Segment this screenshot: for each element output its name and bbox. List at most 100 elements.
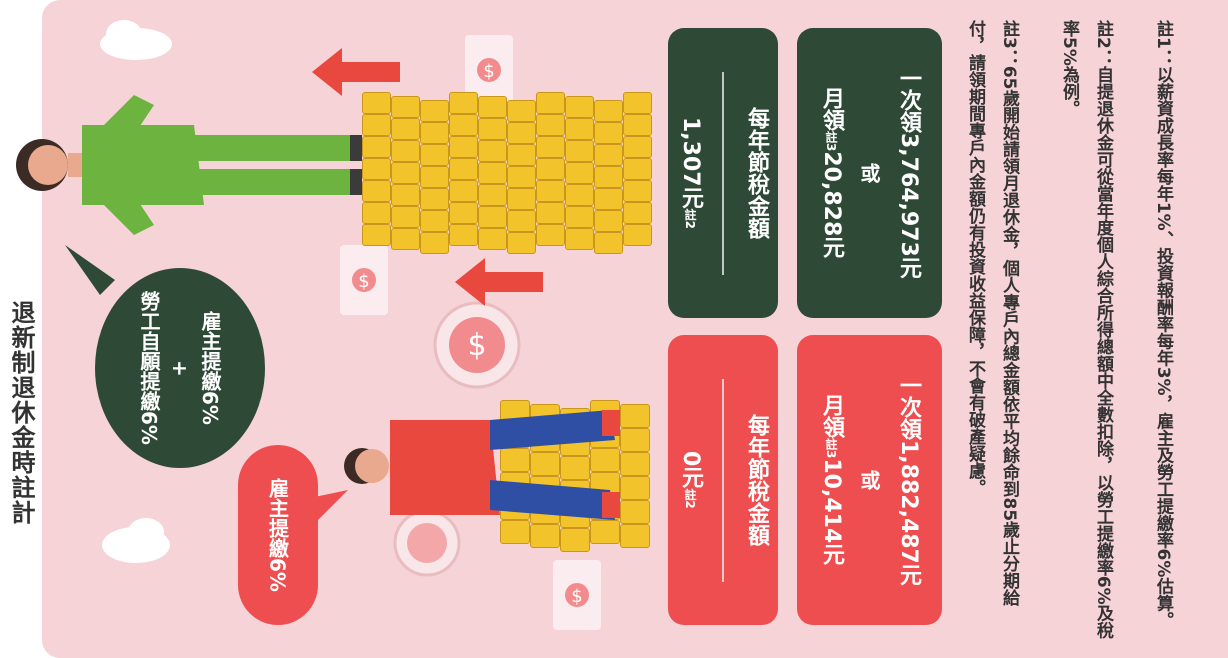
coin — [362, 224, 391, 246]
coin — [420, 232, 449, 254]
coin — [536, 136, 565, 158]
footnote-2: 註2：自提退休金可從當年度個人綜合所得總額中全數扣除，以勞工提繳率6%及稅率5%… — [1059, 20, 1113, 639]
coin — [478, 184, 507, 206]
coin — [478, 96, 507, 118]
coin — [362, 202, 391, 224]
coin — [449, 114, 478, 136]
coin — [391, 184, 420, 206]
svg-text:$: $ — [483, 61, 494, 82]
coin — [623, 114, 652, 136]
coin — [530, 524, 560, 548]
coin — [507, 144, 536, 166]
up-arrow-icon — [312, 48, 400, 96]
coin — [362, 158, 391, 180]
red-payout-card: 一次領1,882,487元 或 月領註310,414元 — [797, 335, 942, 625]
coin — [420, 100, 449, 122]
svg-text:$: $ — [467, 328, 486, 363]
card-value: 1,307元註2 — [678, 117, 703, 229]
coin — [500, 520, 530, 544]
coin — [565, 228, 594, 250]
coin — [507, 232, 536, 254]
coin — [560, 456, 590, 480]
card-value: 0元註2 — [678, 451, 703, 509]
coin — [507, 100, 536, 122]
coin — [565, 162, 594, 184]
footnote-1: 註1：以薪資成長率每年1%、投資報酬率每年3%，雇主及勞工提繳率6%估算。 — [1153, 20, 1173, 629]
coin — [594, 210, 623, 232]
woman-figure — [16, 95, 362, 235]
coin — [420, 188, 449, 210]
coin — [536, 92, 565, 114]
coin — [391, 140, 420, 162]
coin — [507, 166, 536, 188]
card-title: 每年節稅金額 — [744, 414, 769, 546]
card-monthly: 月領註310,414元 — [819, 394, 844, 566]
coin — [362, 180, 391, 202]
coin — [623, 180, 652, 202]
coin — [507, 122, 536, 144]
coin — [565, 96, 594, 118]
bubble-tail — [65, 245, 115, 295]
card-or: 或 — [857, 163, 881, 183]
speech-bubble-green: 勞工自願提繳6% + 雇主提繳6% — [95, 268, 265, 468]
coin — [478, 206, 507, 228]
svg-text:$: $ — [571, 586, 582, 607]
divider — [722, 378, 724, 582]
coin — [620, 428, 650, 452]
coin — [536, 180, 565, 202]
coin — [536, 158, 565, 180]
coin — [594, 188, 623, 210]
coin — [623, 224, 652, 246]
bubble-tail — [300, 490, 348, 528]
footnote-3: 註3：65歲開始請領月退休金，個人專戶內總金額依平均餘命到85歲止分期給付，請領… — [965, 20, 1019, 607]
coin — [449, 224, 478, 246]
coin — [594, 100, 623, 122]
coin — [507, 188, 536, 210]
coin — [620, 524, 650, 548]
card-lump: 一次領3,764,973元 — [896, 67, 921, 279]
card-lump: 一次領1,882,487元 — [896, 374, 921, 586]
coin — [594, 232, 623, 254]
coin — [362, 92, 391, 114]
divider — [722, 71, 724, 275]
coin — [420, 122, 449, 144]
coin — [565, 184, 594, 206]
man-figure — [344, 410, 620, 520]
coin — [536, 224, 565, 246]
coin — [590, 448, 620, 472]
coin — [530, 452, 560, 476]
card-monthly: 月領註320,828元 — [819, 87, 844, 259]
coin — [478, 228, 507, 250]
bubble-line1: 勞工自願提繳6% — [137, 291, 161, 445]
coin — [391, 228, 420, 250]
card-title: 每年節稅金額 — [744, 107, 769, 239]
cloud-icon — [102, 518, 170, 563]
coin — [536, 114, 565, 136]
coin — [565, 118, 594, 140]
coin — [620, 476, 650, 500]
banknote-icon: $ — [340, 245, 388, 315]
coin — [500, 448, 530, 472]
coin — [478, 162, 507, 184]
coin — [391, 118, 420, 140]
banknote-icon: $ — [553, 560, 601, 630]
coin — [478, 140, 507, 162]
coin — [594, 144, 623, 166]
coin-stack-large — [362, 92, 662, 254]
coin — [623, 158, 652, 180]
coin — [449, 136, 478, 158]
bubble-line2: 雇主提繳6% — [198, 311, 222, 425]
coin — [391, 96, 420, 118]
bubble-text: 雇主提繳6% — [265, 478, 290, 592]
coin — [620, 404, 650, 428]
coin — [420, 144, 449, 166]
svg-text:$: $ — [358, 271, 369, 292]
coin — [623, 202, 652, 224]
coin — [560, 528, 590, 552]
coin — [594, 122, 623, 144]
green-tax-card: 每年節稅金額 1,307元註2 — [668, 28, 778, 318]
coin — [391, 206, 420, 228]
banknote-icon: $ — [465, 35, 513, 105]
coin — [623, 136, 652, 158]
